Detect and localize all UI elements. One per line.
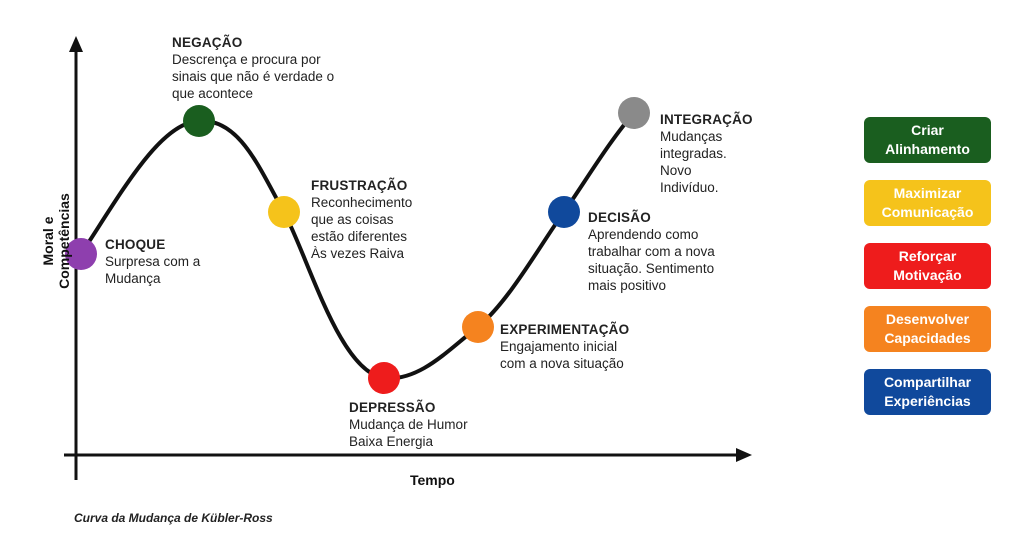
stage-frustracao: FRUSTRAÇÃO Reconhecimento que as coisas …: [311, 177, 412, 262]
stage-choque-desc: Surpresa com a Mudança: [105, 254, 201, 286]
stage-depressao: DEPRESSÃO Mudança de Humor Baixa Energia: [349, 399, 468, 450]
stage-choque: CHOQUE Surpresa com a Mudança: [105, 236, 200, 287]
stage-negacao-desc: Descrença e procura por sinais que não é…: [172, 52, 335, 101]
stage-integracao: INTEGRAÇÃO Mudanças integradas. Novo Ind…: [660, 111, 753, 196]
integracao-marker: [618, 97, 650, 129]
stage-decisao-title: DECISÃO: [588, 210, 651, 225]
stage-frustracao-desc: Reconhecimento que as coisas estão difer…: [311, 195, 413, 261]
x-axis-label: Tempo: [410, 472, 455, 488]
choque-marker: [65, 238, 97, 270]
stage-experimentacao-desc: Engajamento inicial com a nova situação: [500, 339, 624, 371]
y-axis-label: Moral e Competências: [40, 193, 72, 289]
stage-depressao-desc: Mudança de Humor Baixa Energia: [349, 417, 468, 449]
figure-caption: Curva da Mudança de Kübler-Ross: [74, 511, 273, 525]
y-axis-arrowhead: [69, 36, 83, 52]
stage-integracao-desc: Mudanças integradas. Novo Indivíduo.: [660, 129, 727, 195]
decisao-marker: [548, 196, 580, 228]
stage-frustracao-title: FRUSTRAÇÃO: [311, 178, 408, 193]
action-compartilhar-experiencias: Compartilhar Experiências: [864, 369, 991, 415]
stage-integracao-title: INTEGRAÇÃO: [660, 112, 753, 127]
action-maximizar-comunicacao: Maximizar Comunicação: [864, 180, 991, 226]
stage-decisao-desc: Aprendendo como trabalhar com a nova sit…: [588, 227, 715, 293]
experimentacao-marker: [462, 311, 494, 343]
action-reforcar-motivacao: Reforçar Motivação: [864, 243, 991, 289]
stage-depressao-title: DEPRESSÃO: [349, 400, 436, 415]
stage-experimentacao: EXPERIMENTAÇÃO Engajamento inicial com a…: [500, 321, 629, 372]
stage-decisao: DECISÃO Aprendendo como trabalhar com a …: [588, 209, 715, 294]
frustracao-marker: [268, 196, 300, 228]
stage-negacao-title: NEGAÇÃO: [172, 35, 243, 50]
depressao-marker: [368, 362, 400, 394]
stage-negacao: NEGAÇÃO Descrença e procura por sinais q…: [172, 34, 334, 102]
action-desenvolver-capacidades: Desenvolver Capacidades: [864, 306, 991, 352]
stage-choque-title: CHOQUE: [105, 237, 166, 252]
action-criar-alinhamento: Criar Alinhamento: [864, 117, 991, 163]
negacao-marker: [183, 105, 215, 137]
stage-experimentacao-title: EXPERIMENTAÇÃO: [500, 322, 630, 337]
x-axis-arrowhead: [736, 448, 752, 462]
